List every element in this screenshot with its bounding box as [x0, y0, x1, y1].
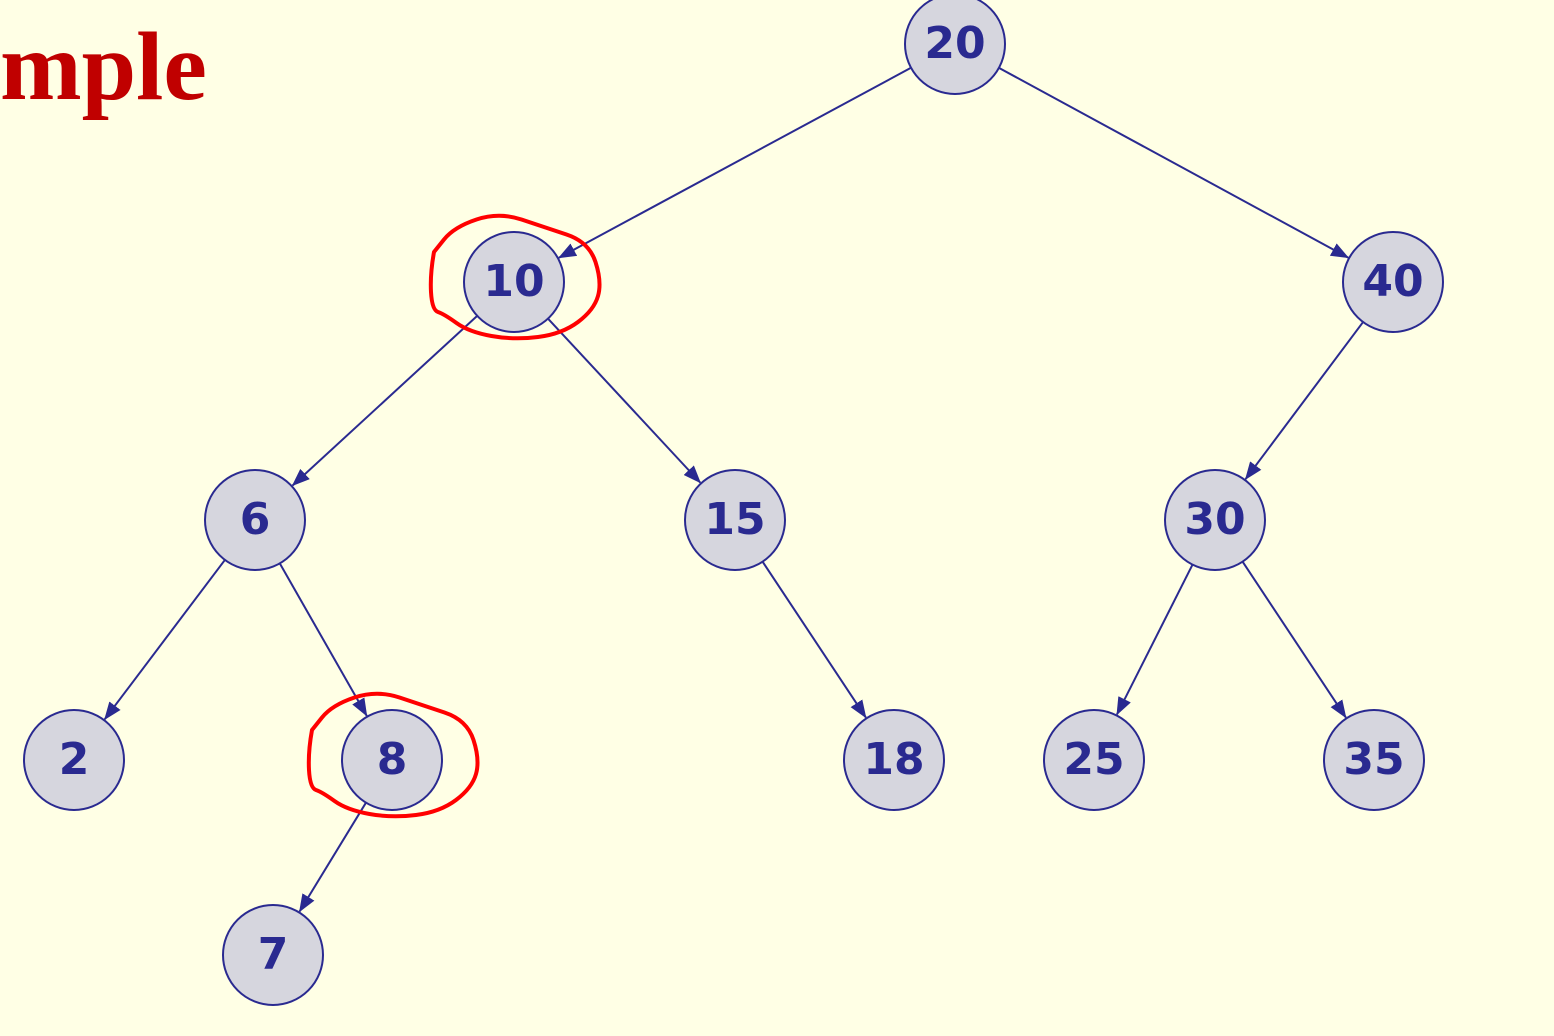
edge-n30-n25 — [1116, 564, 1194, 716]
node-circle — [843, 709, 945, 811]
edge-n10-n15 — [547, 317, 702, 484]
node-circle — [1164, 469, 1266, 571]
node-circle — [684, 469, 786, 571]
highlight-circle-8 — [306, 691, 480, 819]
node-label: 2 — [59, 734, 90, 785]
node-label: 35 — [1343, 734, 1404, 785]
tree-node-25: 25 — [1043, 709, 1145, 811]
tree-node-18: 18 — [843, 709, 945, 811]
node-circle — [222, 904, 324, 1006]
tree-node-40: 40 — [1342, 231, 1444, 333]
edge-n8-n7 — [298, 802, 367, 913]
tree-node-20: 20 — [904, 0, 1006, 95]
node-label: 20 — [924, 18, 985, 69]
node-label: 25 — [1063, 734, 1124, 785]
edge-n6-n2 — [103, 559, 226, 721]
node-label: 18 — [863, 734, 924, 785]
tree-node-35: 35 — [1323, 709, 1425, 811]
node-circle — [341, 709, 443, 811]
tree-node-8: 8 — [341, 709, 443, 811]
node-label: 40 — [1362, 256, 1423, 307]
highlight-circle-10 — [428, 213, 602, 341]
tree-node-10: 10 — [463, 231, 565, 333]
node-circle — [904, 0, 1006, 95]
node-circle — [1323, 709, 1425, 811]
highlight-marks — [306, 213, 602, 819]
tree-node-2: 2 — [23, 709, 125, 811]
node-circle — [23, 709, 125, 811]
tree-node-15: 15 — [684, 469, 786, 571]
node-label: 15 — [704, 494, 765, 545]
edge-n6-n8 — [278, 562, 368, 717]
node-circle — [1342, 231, 1444, 333]
node-circle — [204, 469, 306, 571]
tree-node-6: 6 — [204, 469, 306, 571]
slide-title: mple — [0, 13, 207, 121]
tree-nodes: 20 10 40 6 15 30 2 8 18 25 35 7 — [23, 0, 1444, 1006]
node-label: 30 — [1184, 494, 1245, 545]
node-label: 10 — [483, 256, 544, 307]
edge-n10-n6 — [291, 315, 478, 487]
node-label: 6 — [240, 494, 271, 545]
edge-n30-n35 — [1241, 561, 1347, 719]
node-circle — [463, 231, 565, 333]
tree-node-30: 30 — [1164, 469, 1266, 571]
edge-n20-n40 — [998, 66, 1350, 259]
edge-n20-n10 — [558, 66, 912, 259]
tree-edges — [103, 66, 1364, 913]
tree-node-7: 7 — [222, 904, 324, 1006]
node-label: 8 — [377, 734, 408, 785]
edge-n15-n18 — [761, 561, 867, 719]
node-label: 7 — [258, 929, 289, 980]
edge-n40-n30 — [1244, 321, 1364, 480]
node-circle — [1043, 709, 1145, 811]
